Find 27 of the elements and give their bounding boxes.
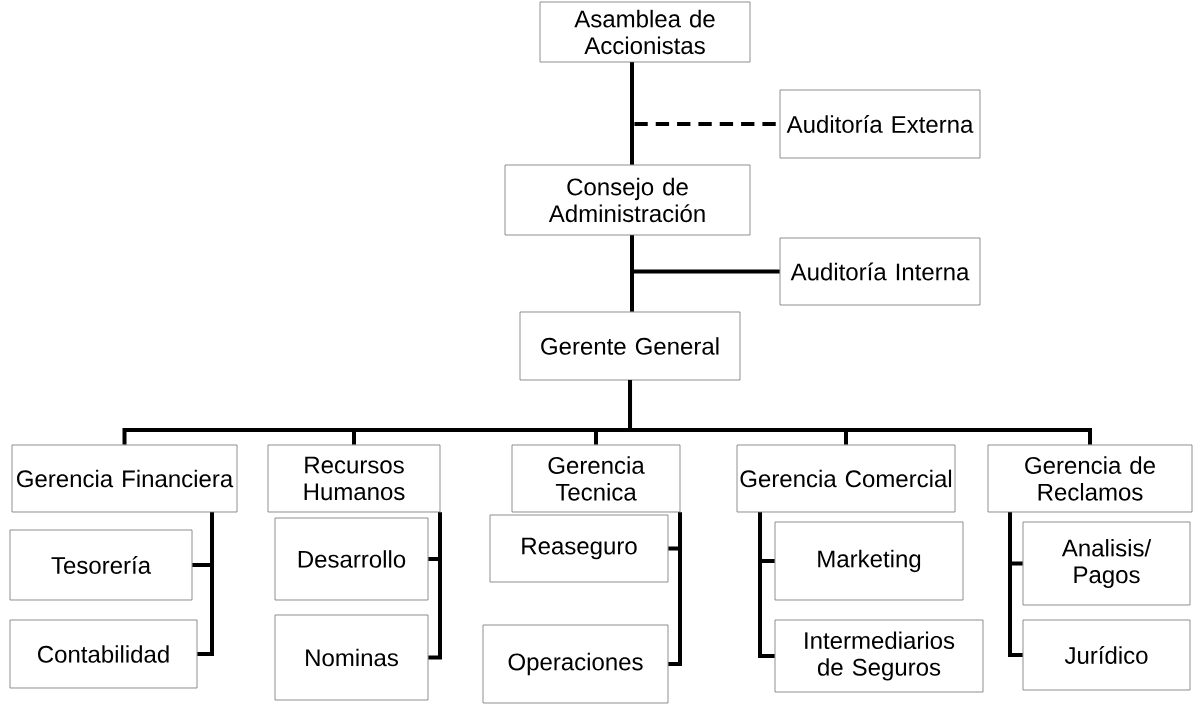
org-box: Intermediarios de Seguros [774, 619, 984, 693]
org-box: Auditoría Interna [779, 237, 981, 306]
org-box: Gerencia de Reclamos [987, 444, 1193, 513]
connector-line [630, 235, 634, 312]
org-box: Analisis/ Pagos [1022, 521, 1191, 606]
org-box: Reaseguro [489, 514, 669, 583]
org-box: Auditoría Externa [779, 89, 981, 159]
org-box: Gerencia Financiera [11, 444, 238, 513]
connector-line [197, 512, 214, 656]
connector-line [428, 512, 442, 660]
org-box: Recursos Humanos [267, 444, 441, 513]
org-box: Asamblea de Accionistas [539, 1, 751, 63]
org-box: Contabilidad [9, 619, 198, 689]
connector-line [628, 380, 1092, 445]
org-box: Operaciones [482, 624, 669, 704]
connector-line [1008, 512, 1023, 657]
org-box: Gerente General [519, 311, 741, 381]
org-box: Jurídico [1022, 619, 1191, 691]
org-box: Tesorería [9, 529, 193, 601]
org-box: Marketing [774, 521, 964, 601]
connector-line [668, 512, 682, 666]
org-box: Consejo de Administración [504, 164, 751, 236]
org-box: Desarrollo [274, 517, 429, 601]
org-box: Gerencia Comercial [736, 444, 956, 513]
org-box: Nominas [274, 614, 429, 701]
connector-line [758, 512, 775, 658]
org-box: Gerencia Tecnica [511, 444, 681, 513]
